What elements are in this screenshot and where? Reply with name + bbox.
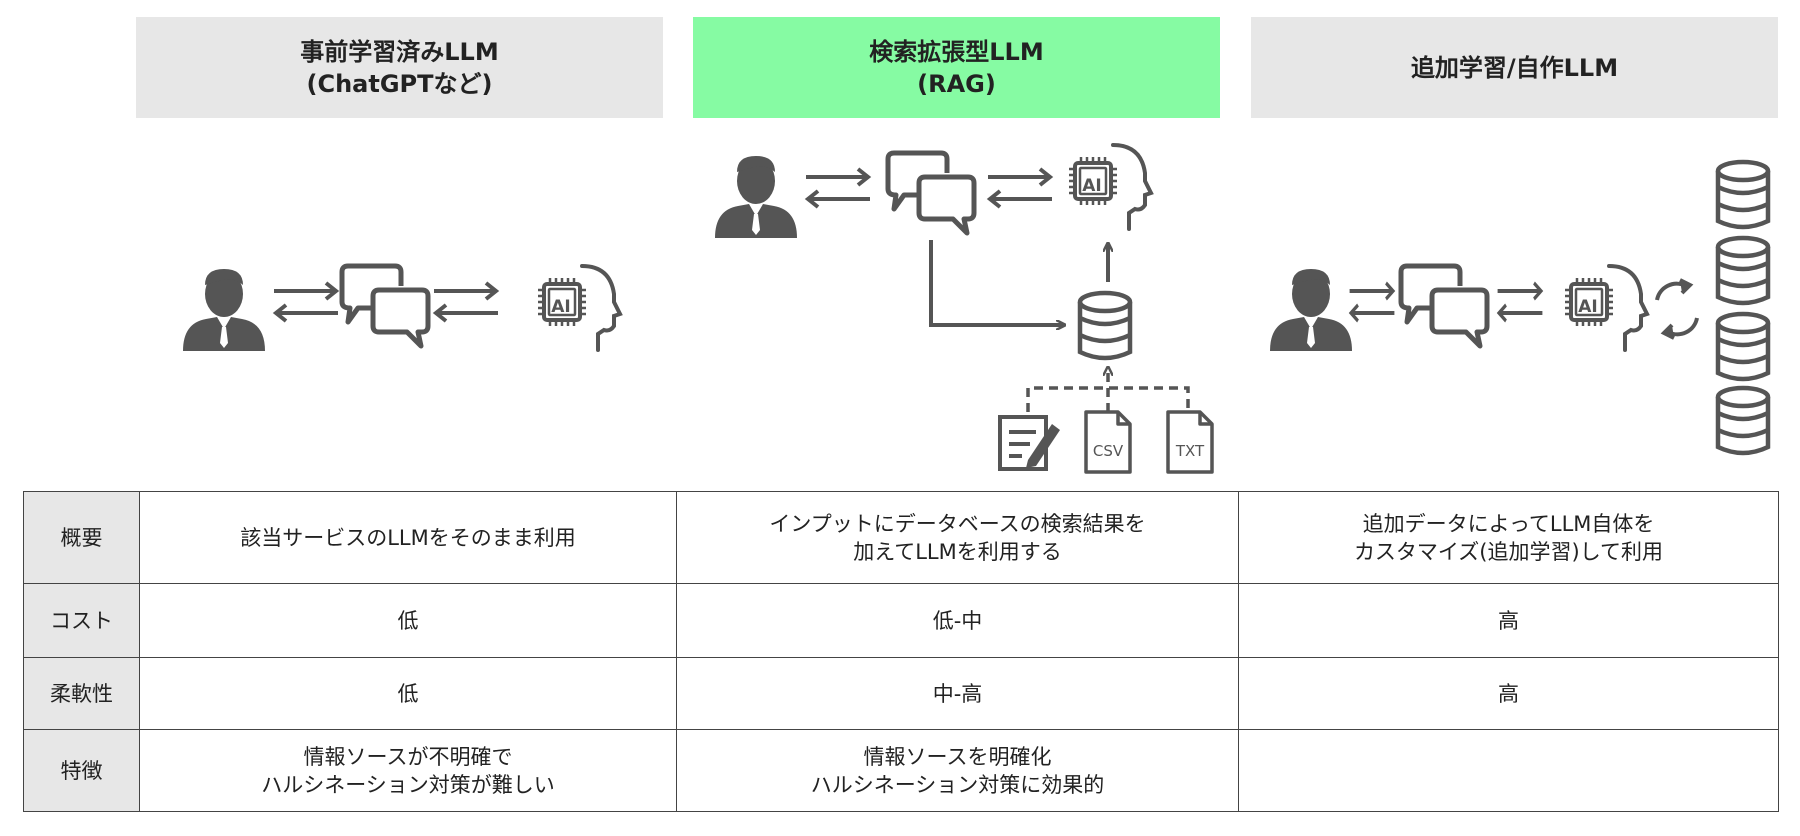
chat-bubbles-icon: [342, 266, 428, 346]
header-rag-line2: (RAG): [917, 69, 996, 98]
query-to-db-arrow: [929, 240, 1064, 325]
cell-text-line: カスタマイズ(追加学習)して利用: [1353, 539, 1664, 564]
table-cell: 低-中: [676, 583, 1239, 658]
comparison-table: 概要 該当サービスのLLMをそのまま利用 インプットにデータベースの検索結果を加えて…: [23, 491, 1779, 812]
user-icon: [1270, 269, 1352, 351]
database-icon: [1718, 388, 1768, 453]
rag-diagram: AI CSV TXT: [715, 143, 1214, 474]
csv-file-icon: CSV: [1084, 410, 1132, 474]
row-label: 概要: [23, 491, 140, 584]
cell-text-line: 情報ソースを明確化: [863, 744, 1052, 769]
cell-text-line: ハルシネーション対策に効果的: [810, 772, 1105, 797]
exchange-arrows: [272, 281, 340, 323]
database-icon: [1718, 238, 1768, 303]
user-icon: [715, 156, 797, 238]
table-cell: 低: [139, 657, 677, 730]
header-finetune-llm: 追加学習/自作LLM: [1251, 17, 1778, 118]
ai-head-icon: AI: [1067, 143, 1153, 231]
table-row: 概要 該当サービスのLLMをそのまま利用 インプットにデータベースの検索結果を加えて…: [23, 491, 1779, 584]
table-cell: 追加データによってLLM自体をカスタマイズ(追加学習)して利用: [1238, 491, 1779, 584]
ai-label: AI: [1578, 297, 1597, 317]
txt-label: TXT: [1175, 442, 1205, 460]
exchange-arrows: [986, 167, 1054, 209]
cell-text-line: 該当サービスのLLMをそのまま利用: [240, 525, 576, 550]
table-row: 柔軟性 低 中-高 高: [23, 657, 1779, 730]
exchange-arrows: [432, 281, 500, 323]
exchange-arrows: [804, 167, 872, 209]
cell-text-line: 低: [397, 681, 419, 706]
ai-head-icon: AI: [1563, 264, 1649, 352]
document-edit-icon: [998, 415, 1060, 471]
table-cell: インプットにデータベースの検索結果を加えてLLMを利用する: [676, 491, 1239, 584]
cell-text-line: 加えてLLMを利用する: [853, 539, 1062, 564]
cell-text-line: 高: [1498, 608, 1519, 633]
exchange-arrows: [1495, 281, 1545, 323]
header-pretrained-line1: 事前学習済みLLM: [300, 37, 499, 66]
table-cell: 高: [1238, 657, 1779, 730]
ai-label: AI: [551, 297, 570, 317]
row-label: 特徴: [23, 729, 140, 812]
database-icon: [1080, 293, 1130, 358]
user-icon: [183, 269, 265, 351]
csv-label: CSV: [1093, 442, 1124, 460]
llm-diagrams: AI AI CSV TXT: [183, 143, 1800, 474]
cell-text-line: 追加データによってLLM自体を: [1362, 511, 1655, 536]
table-cell: 低: [139, 583, 677, 658]
header-finetune-line1: 追加学習/自作LLM: [1410, 53, 1619, 82]
refresh-icon: [1655, 278, 1699, 340]
cell-text-line: 低: [397, 608, 419, 633]
cell-text-line: 低-中: [932, 608, 983, 633]
table-cell: [1238, 729, 1779, 812]
database-icon: [1718, 162, 1768, 227]
ai-head-icon: AI: [536, 264, 622, 352]
table-row: コスト 低 低-中 高: [23, 583, 1779, 658]
cell-text-line: 高: [1498, 681, 1519, 706]
txt-file-icon: TXT: [1166, 410, 1214, 474]
chat-bubbles-icon: [1401, 266, 1487, 346]
chat-bubbles-icon: [888, 153, 974, 233]
cell-text-line: インプットにデータベースの検索結果を: [769, 511, 1146, 536]
cell-text-line: 中-高: [932, 681, 983, 706]
ai-label: AI: [1082, 176, 1101, 196]
table-cell: 情報ソースを明確化ハルシネーション対策に効果的: [676, 729, 1239, 812]
header-pretrained-llm: 事前学習済みLLM (ChatGPTなど): [136, 17, 663, 118]
row-label: 柔軟性: [23, 657, 140, 730]
sources-dashed-connector: [1026, 386, 1190, 412]
row-label: コスト: [23, 583, 140, 658]
table-row: 特徴情報ソースが不明確でハルシネーション対策が難しい情報ソースを明確化ハルシネー…: [23, 729, 1779, 812]
exchange-arrows: [1347, 281, 1397, 323]
header-rag-llm: 検索拡張型LLM (RAG): [693, 17, 1220, 118]
database-icon: [1718, 314, 1768, 379]
header-rag-line1: 検索拡張型LLM: [869, 37, 1044, 66]
table-cell: 情報ソースが不明確でハルシネーション対策が難しい: [139, 729, 677, 812]
header-pretrained-line2: (ChatGPTなど): [306, 69, 493, 98]
cell-text-line: 情報ソースが不明確で: [303, 744, 513, 769]
table-cell: 中-高: [676, 657, 1239, 730]
pretrained-diagram: AI: [183, 264, 622, 352]
finetune-diagram: AI: [1270, 162, 1768, 453]
cell-text-line: ハルシネーション対策が難しい: [261, 772, 555, 797]
table-cell: 該当サービスのLLMをそのまま利用: [139, 491, 677, 584]
table-cell: 高: [1238, 583, 1779, 658]
